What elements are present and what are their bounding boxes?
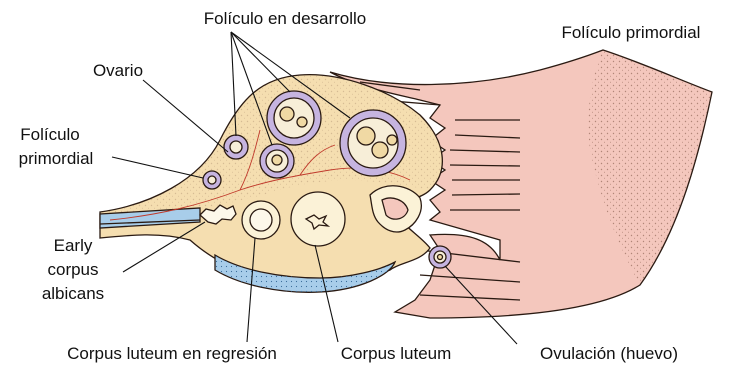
label-developing-follicle: Folículo en desarrollo bbox=[204, 9, 367, 28]
follicle-large-top bbox=[267, 91, 321, 145]
label-primordial-follicle-left-2: primordial bbox=[19, 149, 94, 168]
label-early-corpus-2: corpus bbox=[47, 260, 98, 279]
ovulated-egg bbox=[429, 246, 451, 268]
follicle-medium bbox=[260, 144, 294, 178]
follicle-small bbox=[224, 135, 248, 159]
label-early-corpus-1: Early bbox=[54, 236, 93, 255]
label-corpus-luteum: Corpus luteum bbox=[341, 344, 452, 363]
label-corpus-luteum-regression: Corpus luteum en regresión bbox=[67, 344, 277, 363]
label-primordial-follicle-top: Folículo primordial bbox=[562, 23, 701, 42]
label-primordial-follicle-left-1: Folículo bbox=[20, 125, 80, 144]
label-ovulation: Ovulación (huevo) bbox=[540, 344, 678, 363]
follicle-large-right bbox=[340, 110, 406, 176]
label-early-corpus-3: albicans bbox=[42, 284, 104, 303]
corpus-luteum bbox=[291, 192, 345, 246]
corpus-luteum-regression bbox=[242, 201, 280, 239]
follicle-primordial-small bbox=[203, 171, 221, 189]
label-ovary: Ovario bbox=[93, 61, 143, 80]
